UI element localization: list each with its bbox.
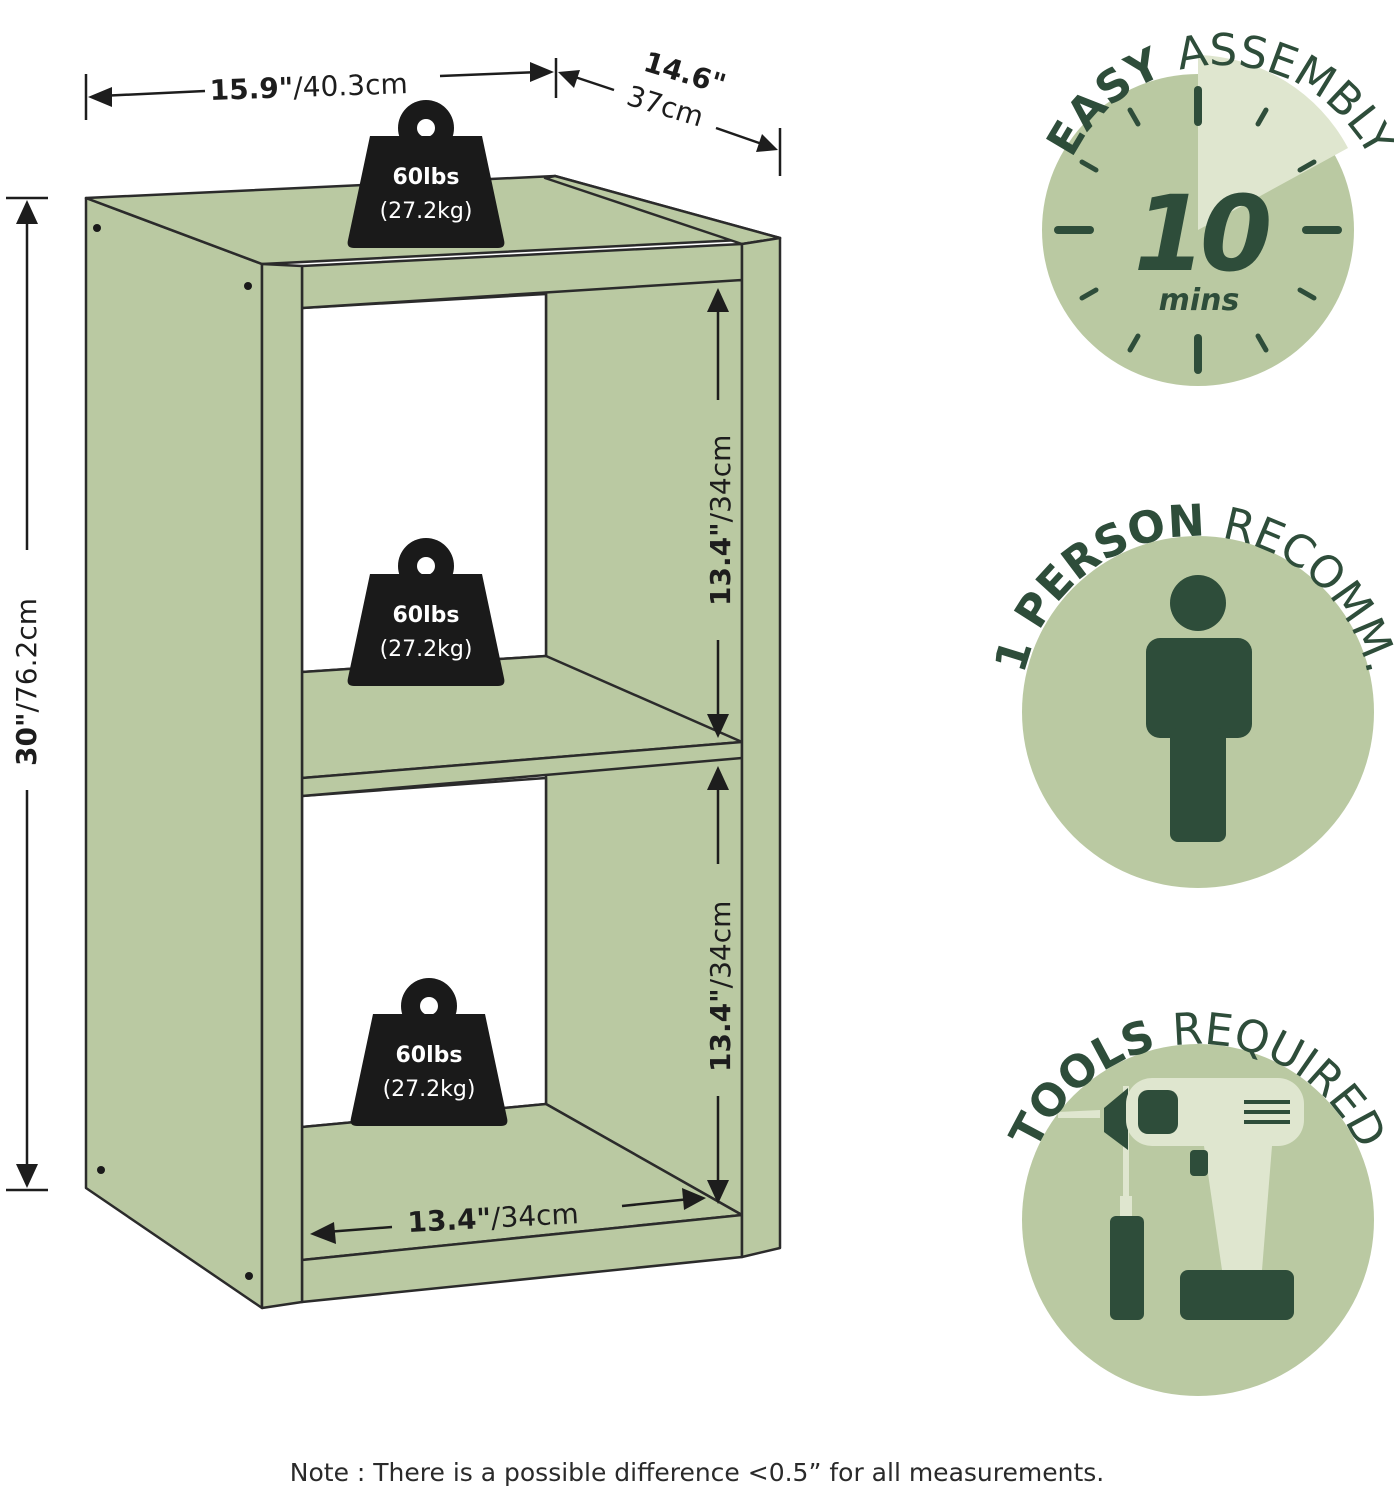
weight-icon bbox=[347, 136, 505, 248]
front-right-post bbox=[740, 236, 782, 1259]
screw-hole bbox=[93, 224, 101, 232]
lower-cubby-centimeters: /34cm bbox=[704, 901, 737, 989]
weight-capacity-middle: 60lbs (27.2kg) bbox=[347, 538, 505, 686]
weight-capacity-bottom: 60lbs (27.2kg) bbox=[350, 978, 508, 1126]
width-dimension-label: 15.9"/40.3cm bbox=[209, 67, 408, 107]
lower-cubby-inches: 13.4" bbox=[704, 988, 737, 1072]
lower-cubby-height-label: 13.4"/34cm bbox=[704, 901, 737, 1072]
upper-cubby-inches: 13.4" bbox=[704, 522, 737, 606]
assembly-minutes-unit: mins bbox=[1159, 283, 1240, 318]
measurement-note: Note : There is a possible difference <0… bbox=[289, 1458, 1105, 1487]
weight-lbs: 60lbs bbox=[393, 165, 460, 190]
drill-screwdriver-icon bbox=[1058, 1078, 1304, 1320]
shelf-side-panel bbox=[84, 196, 264, 1310]
clock-icon bbox=[1054, 86, 1342, 374]
upper-cubby-centimeters: /34cm bbox=[704, 435, 737, 523]
inner-width-label: 13.4"/34cm bbox=[407, 1197, 580, 1239]
weight-lbs: 60lbs bbox=[393, 603, 460, 628]
weight-kg: (27.2kg) bbox=[380, 199, 473, 224]
weight-capacity-top: 60lbs (27.2kg) bbox=[347, 100, 505, 248]
inner-width-centimeters: /34cm bbox=[490, 1197, 579, 1235]
screw-hole bbox=[245, 1272, 253, 1280]
weight-kg: (27.2kg) bbox=[383, 1077, 476, 1102]
assembly-minutes: 10 bbox=[1134, 173, 1269, 295]
front-left-post bbox=[260, 262, 304, 1310]
one-person-badge: 1 PERSONRECOMM. bbox=[985, 495, 1394, 888]
width-centimeters: /40.3cm bbox=[293, 67, 409, 104]
height-centimeters: /76.2cm bbox=[10, 598, 43, 712]
width-inches: 15.9" bbox=[209, 71, 294, 107]
inner-width-inches: 13.4" bbox=[407, 1202, 492, 1239]
weight-icon bbox=[347, 574, 505, 686]
height-inches: 30" bbox=[10, 712, 43, 766]
screw-hole bbox=[97, 1166, 105, 1174]
height-dimension-label: 30"/76.2cm bbox=[10, 598, 43, 766]
screw-hole bbox=[244, 282, 252, 290]
weight-lbs: 60lbs bbox=[396, 1043, 463, 1068]
easy-assembly-badge: 10 mins EASYASSEMBLY bbox=[1037, 25, 1394, 386]
upper-cubby-height-label: 13.4"/34cm bbox=[704, 435, 737, 606]
cube-shelf-illustration bbox=[84, 174, 782, 1310]
weight-kg: (27.2kg) bbox=[380, 637, 473, 662]
weight-icon bbox=[350, 1014, 508, 1126]
person-icon bbox=[1146, 575, 1252, 842]
clock-progress-wedge bbox=[1198, 55, 1348, 230]
